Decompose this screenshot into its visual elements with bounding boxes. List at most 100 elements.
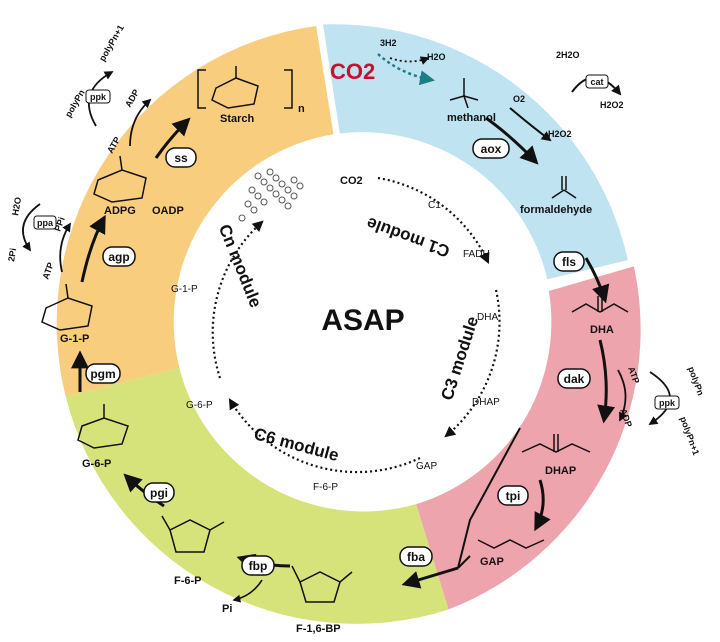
inner-cycle-c1-arc xyxy=(377,176,490,264)
gap-structure xyxy=(477,539,545,549)
inner-g1p-label: G-1-P xyxy=(171,284,198,295)
inner-dha-label: DHA xyxy=(477,312,498,323)
g1p-structure xyxy=(41,283,93,331)
pi-release-arrow xyxy=(232,579,263,603)
formaldehyde-label: formaldehyde xyxy=(520,204,592,216)
enzyme-aox-label: aox xyxy=(481,142,502,156)
ppa-cycle-arrow xyxy=(22,203,41,252)
inner-cycle-cn-arc xyxy=(211,220,264,379)
methanol-structure xyxy=(449,78,479,109)
polyp-n-right-label: polyPn xyxy=(686,365,706,397)
enzyme-fls-label: fls xyxy=(562,255,576,269)
gap-to-fba-connector xyxy=(457,555,471,569)
enzyme-ppa-label: ppa xyxy=(37,218,54,228)
c6-sector xyxy=(65,368,449,624)
starch-structure xyxy=(197,66,293,109)
dhap-to-fba-connector xyxy=(457,427,521,569)
gap-label: GAP xyxy=(480,556,504,568)
cn-sector xyxy=(56,26,334,397)
enzyme-ppk-left-label: ppk xyxy=(90,92,107,102)
two-h2o-label: 2H2O xyxy=(556,50,580,60)
pi-label: Pi xyxy=(222,603,232,615)
inner-dhap-label: DHAP xyxy=(472,397,500,408)
polyp-n-left-label: polyPn xyxy=(63,88,87,119)
enzyme-fbp-box xyxy=(241,555,275,576)
enzyme-dak-label: dak xyxy=(564,372,585,386)
enzyme-pgm-box xyxy=(85,363,121,384)
adp-ss-label: ADP xyxy=(123,88,141,109)
inner-white-disc xyxy=(176,135,550,509)
inner-gap-label: GAP xyxy=(416,461,437,472)
enzyme-fba-box xyxy=(399,546,433,567)
polyp-n1-right-label: polyPn+1 xyxy=(678,415,701,456)
h2-to-h2o-arrow xyxy=(389,56,430,65)
starch-label: Starch xyxy=(220,113,255,125)
enzyme-pgi-label: pgi xyxy=(150,486,168,500)
g1p-to-adpg-arrow xyxy=(80,214,106,283)
adpg-to-starch-arrow xyxy=(154,117,191,159)
h2o2-b-label: H2O2 xyxy=(600,100,624,110)
g6p-structure xyxy=(77,404,129,449)
dhap-to-gap-arrow xyxy=(534,479,551,532)
enzyme-ss-label: ss xyxy=(174,151,188,165)
adpg-label: ADPG xyxy=(104,205,136,217)
atp-agp-label: ATP xyxy=(40,261,55,281)
enzyme-pgm-label: pgm xyxy=(90,367,115,381)
fba-arrow xyxy=(401,566,459,589)
f16bp-structure xyxy=(291,565,353,603)
f16bp-label: F-1,6-BP xyxy=(296,623,341,635)
enzyme-agp-box xyxy=(102,246,136,267)
methanol-label: methanol xyxy=(447,112,496,124)
c3-sector xyxy=(416,266,641,610)
h2o-left-label: H2O xyxy=(10,196,23,216)
g6p-label: G-6-P xyxy=(82,458,111,470)
h2o-top-label: H2O xyxy=(427,52,446,62)
polyp-n1-left-label: polyPn+1 xyxy=(97,23,126,63)
adpg-structure xyxy=(93,155,147,203)
inner-cycle-c3-arc xyxy=(444,289,501,438)
inner-c1-label: C1 xyxy=(428,200,441,211)
enzyme-ppk-right-box xyxy=(654,395,680,410)
formaldehyde-structure xyxy=(551,176,577,199)
h2o2-a-label: H2O2 xyxy=(548,129,572,139)
dhap-structure xyxy=(521,434,591,453)
dhap-label: DHAP xyxy=(545,465,576,477)
h2-label: 3H2 xyxy=(380,38,397,48)
g1p-label: G-1-P xyxy=(60,333,89,345)
dha-to-dhap-arrow xyxy=(597,339,616,424)
enzyme-ppa-box xyxy=(33,215,57,230)
inner-co2-label: CO2 xyxy=(340,175,363,187)
atp-adp-ss-arrow xyxy=(129,98,152,147)
f6p-label: F-6-P xyxy=(174,575,202,587)
dha-label: DHA xyxy=(590,324,614,336)
enzyme-cat-box xyxy=(585,74,609,89)
dha-structure xyxy=(571,296,629,313)
enzyme-fba-label: fba xyxy=(407,550,425,564)
center-title: ASAP xyxy=(321,304,404,337)
enzyme-ppk-right-label: ppk xyxy=(659,398,676,408)
enzyme-pgi-box xyxy=(143,482,175,503)
inner-fadh-label: FADH xyxy=(463,249,490,260)
enzyme-tpi-box xyxy=(497,485,529,506)
starch-n-label: n xyxy=(298,103,305,115)
inner-g6p-label: G-6-P xyxy=(186,400,213,411)
enzyme-fls-box xyxy=(553,251,585,272)
enzyme-tpi-label: tpi xyxy=(506,489,521,503)
methanol-to-formaldehyde-arrow xyxy=(485,116,539,165)
enzyme-dak-box xyxy=(557,368,591,389)
watermark: 知乎 @纸鹿 xyxy=(592,609,666,626)
formaldehyde-to-dha-arrow xyxy=(584,257,610,304)
o2-label: O2 xyxy=(513,94,525,104)
enzyme-cat-label: cat xyxy=(590,77,603,87)
f6p-structure xyxy=(161,515,225,553)
atp-adp-dak-arrow xyxy=(617,369,628,422)
enzyme-aox-box xyxy=(472,138,510,159)
inner-f6p-label: F-6-P xyxy=(313,482,338,493)
enzyme-agp-label: agp xyxy=(108,250,129,264)
co2-input-label: CO2 xyxy=(330,59,375,84)
enzyme-fbp-label: fbp xyxy=(249,559,268,573)
enzyme-ppk-left-box xyxy=(85,89,111,104)
oadp-label: OADP xyxy=(152,205,184,217)
enzyme-ss-box xyxy=(165,147,197,168)
